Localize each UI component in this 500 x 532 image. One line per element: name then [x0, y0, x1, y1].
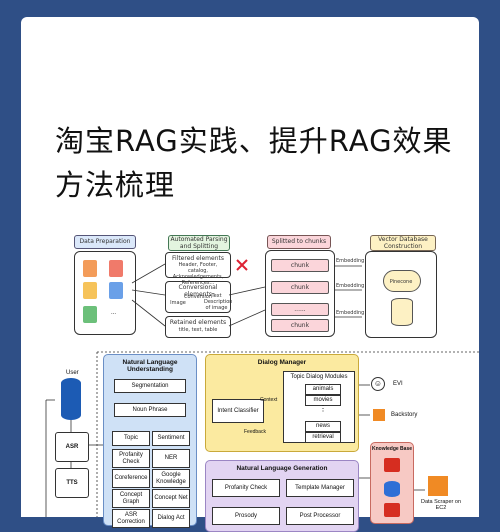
filtered-box: Filtered elements Header, Footer, catalo… [165, 252, 231, 286]
retained-sub: title, text, table [178, 327, 218, 333]
filtered-title: Filtered elements [171, 255, 224, 262]
vector-label: Vector Database Construction [370, 235, 436, 251]
context-label: Context [260, 397, 278, 403]
nlu-google-knowledge: Google Knowledge [152, 469, 190, 488]
nlu-profanity-check: Profanity Check [112, 449, 150, 468]
embedding-label-2: Embedding [336, 283, 365, 289]
nlu-topic: Topic [112, 431, 150, 446]
title-line-2: 方法梳理 [55, 168, 176, 202]
user-label: User [66, 370, 79, 376]
files-more: ... [111, 310, 117, 316]
excel-file-icon [83, 306, 97, 323]
nlu-concept-net: Concept Net [152, 489, 190, 508]
split-label: Splitted to chunks [267, 235, 331, 249]
data-scraper-label: Data Scraper on EC2 [420, 499, 462, 511]
conversion-box: Conversional elements Image Conversion T… [165, 281, 233, 313]
redis-icon [384, 458, 400, 472]
storage-icon [384, 503, 400, 517]
nlu-asr-correction: ASR Correction [112, 509, 150, 528]
dialog-connectors [45, 351, 479, 517]
module-dots: ⋮ [319, 404, 327, 413]
nlu-concept-graph: Concept Graph [112, 489, 150, 508]
embedding-label-1: Embedding [336, 258, 365, 264]
kb-title: Knowledge Base [372, 446, 413, 452]
asr-box: ASR [55, 432, 89, 462]
dialog-manager-panel: Dialog Manager Intent Classifier Context… [205, 354, 359, 452]
backstory-icon [373, 409, 385, 421]
conversion-sub: Text Description of image [204, 293, 233, 311]
module-retrieval: retrieval [305, 432, 341, 443]
page-title: 淘宝RAG实践、提升RAG效果 方法梳理 [55, 119, 475, 207]
nlu-coreference: Coreference [112, 469, 150, 488]
embedding-label-3: Embedding [336, 310, 365, 316]
evi-icon: ☺ [371, 377, 385, 391]
xml-file-icon [83, 282, 97, 299]
dynamodb-icon [384, 481, 400, 497]
user-database-icon [61, 378, 81, 420]
html-file-icon [83, 260, 97, 277]
nlg-panel: Natural Language Generation Profanity Ch… [205, 460, 359, 532]
nlg-post-processor: Post Processor [286, 507, 354, 525]
chunks-panel: chunk chunk ...... chunk [265, 250, 335, 337]
nlg-title: Natural Language Generation [236, 465, 328, 472]
nlu-title: Natural Language Understanding [122, 359, 178, 373]
segmentation-box: Segmentation [114, 379, 186, 393]
conversion-image-label: Image [170, 300, 186, 306]
data-prep-label: Data Preparation [74, 235, 136, 249]
nlu-dialog-act: Dialog Act [152, 509, 190, 528]
filtered-sub: Header, Footer, catalog, Acknowledgement… [172, 262, 224, 286]
conversion-title: Conversional elements [178, 284, 218, 298]
pinecone-label: Pinecone [389, 279, 413, 285]
pipeline-connectors [131, 259, 362, 327]
module-animals: animals [305, 384, 341, 395]
data-prep-panel: ... [74, 251, 136, 335]
nlg-prosody: Prosody [212, 507, 280, 525]
retained-box: Retained elements title, text, table [165, 316, 231, 338]
nlg-template-manager: Template Manager [286, 479, 354, 497]
backstory-label: Backstory [391, 412, 418, 418]
intent-classifier-box: Intent Classifier [212, 399, 264, 423]
noun-phrase-box: Noun Phrase [114, 403, 186, 417]
chunk-more: ...... [271, 303, 329, 316]
tts-box: TTS [55, 468, 89, 498]
chunk-2: chunk [271, 281, 329, 294]
knowledge-base-panel: Knowledge Base [370, 442, 414, 524]
cloud-icon [383, 270, 421, 292]
retained-title: Retained elements [169, 319, 227, 326]
feedback-label: Feedback [244, 429, 266, 435]
nlu-sentiment: Sentiment [152, 431, 190, 446]
evi-label: EVI [393, 381, 403, 387]
vector-panel: Pinecone [365, 251, 437, 338]
parsing-label: Automated Parsing and Splitting [168, 235, 230, 251]
pdf-file-icon [109, 260, 123, 277]
title-line-1: 淘宝RAG实践、提升RAG效果 [55, 124, 453, 158]
nlu-ner: NER [152, 449, 190, 468]
ppt-file-icon [109, 282, 123, 299]
module-news: news [305, 421, 341, 432]
chunk-1: chunk [271, 259, 329, 272]
nlu-panel: Natural Language Understanding Segmentat… [103, 354, 197, 528]
module-movies: movies [305, 395, 341, 406]
conversion-arrow-label: Conversion [184, 294, 213, 300]
topic-modules-title: Topic Dialog Modules [290, 374, 348, 380]
ec2-icon [428, 476, 448, 496]
nlg-profanity-check: Profanity Check [212, 479, 280, 497]
dm-title: Dialog Manager [257, 359, 307, 366]
chunk-3: chunk [271, 319, 329, 332]
database-icon [391, 298, 413, 326]
